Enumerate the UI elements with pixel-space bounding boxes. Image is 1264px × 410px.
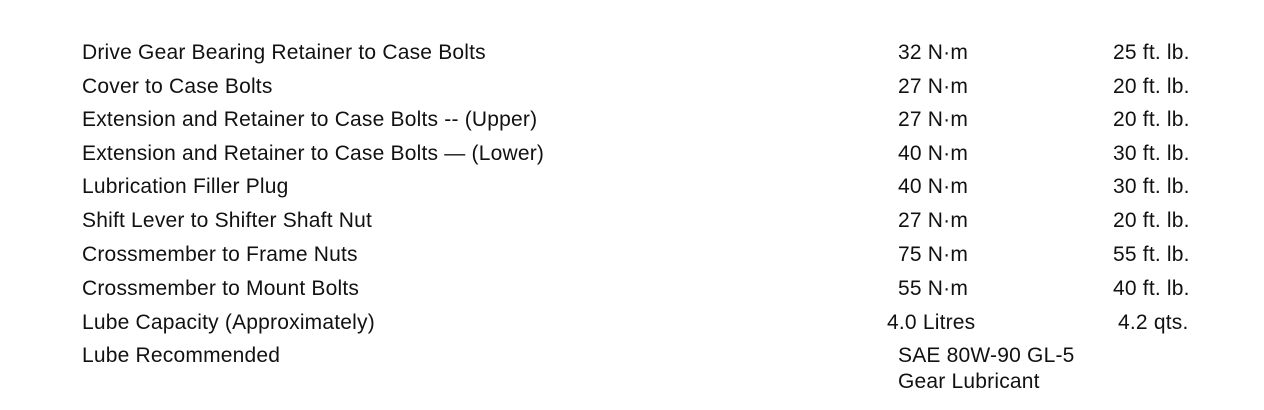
- spec-row: Crossmember to Mount Bolts 55 N·m 40 ft.…: [0, 276, 1264, 310]
- spec-item: Lube Recommended: [82, 344, 281, 367]
- spec-item: Crossmember to Frame Nuts: [82, 243, 358, 266]
- spec-row: Lube Recommended SAE 80W-90 GL-5: [0, 343, 1264, 377]
- spec-metric-value: 4.0 Litres: [887, 311, 976, 334]
- spec-metric-value: 32 N·m: [898, 41, 969, 64]
- spec-item: Crossmember to Mount Bolts: [82, 277, 360, 300]
- spec-imperial-value: 40 ft. lb.: [1113, 277, 1190, 300]
- spec-row: Extension and Retainer to Case Bolts -- …: [0, 107, 1264, 141]
- spec-imperial-value: 30 ft. lb.: [1113, 142, 1190, 165]
- spec-metric-value: 27 N·m: [898, 75, 969, 98]
- spec-metric-value: SAE 80W-90 GL-5: [898, 344, 1075, 367]
- spec-imperial-value: 20 ft. lb.: [1113, 108, 1190, 131]
- spec-row: Lube Capacity (Approximately) 4.0 Litres…: [0, 310, 1264, 344]
- spec-imperial-value: 20 ft. lb.: [1113, 209, 1190, 232]
- spec-row: Shift Lever to Shifter Shaft Nut 27 N·m …: [0, 208, 1264, 242]
- spec-metric-value: 55 N·m: [898, 277, 969, 300]
- spec-item: Drive Gear Bearing Retainer to Case Bolt…: [82, 41, 486, 64]
- spec-metric-value-line2: Gear Lubricant: [898, 370, 1040, 393]
- spec-item: Lube Capacity (Approximately): [82, 311, 375, 334]
- spec-row: Lubrication Filler Plug 40 N·m 30 ft. lb…: [0, 174, 1264, 208]
- spec-metric-value: 75 N·m: [898, 243, 969, 266]
- spec-item: Lubrication Filler Plug: [82, 175, 289, 198]
- spec-imperial-value: 55 ft. lb.: [1113, 243, 1190, 266]
- spec-row: Cover to Case Bolts 27 N·m 20 ft. lb.: [0, 74, 1264, 108]
- spec-item: Extension and Retainer to Case Bolts — (…: [82, 142, 545, 165]
- spec-imperial-value: 25 ft. lb.: [1113, 41, 1190, 64]
- spec-metric-value: 40 N·m: [898, 175, 969, 198]
- spec-row-continuation: Gear Lubricant: [0, 369, 1264, 403]
- spec-row: Drive Gear Bearing Retainer to Case Bolt…: [0, 40, 1264, 74]
- spec-row: Crossmember to Frame Nuts 75 N·m 55 ft. …: [0, 242, 1264, 276]
- spec-metric-value: 27 N·m: [898, 209, 969, 232]
- spec-imperial-value: 30 ft. lb.: [1113, 175, 1190, 198]
- spec-item: Extension and Retainer to Case Bolts -- …: [82, 108, 538, 131]
- spec-metric-value: 40 N·m: [898, 142, 969, 165]
- spec-item: Shift Lever to Shifter Shaft Nut: [82, 209, 373, 232]
- spec-item: Cover to Case Bolts: [82, 75, 273, 98]
- spec-metric-value: 27 N·m: [898, 108, 969, 131]
- spec-row: Extension and Retainer to Case Bolts — (…: [0, 141, 1264, 175]
- spec-imperial-value: 4.2 qts.: [1118, 311, 1189, 334]
- spec-imperial-value: 20 ft. lb.: [1113, 75, 1190, 98]
